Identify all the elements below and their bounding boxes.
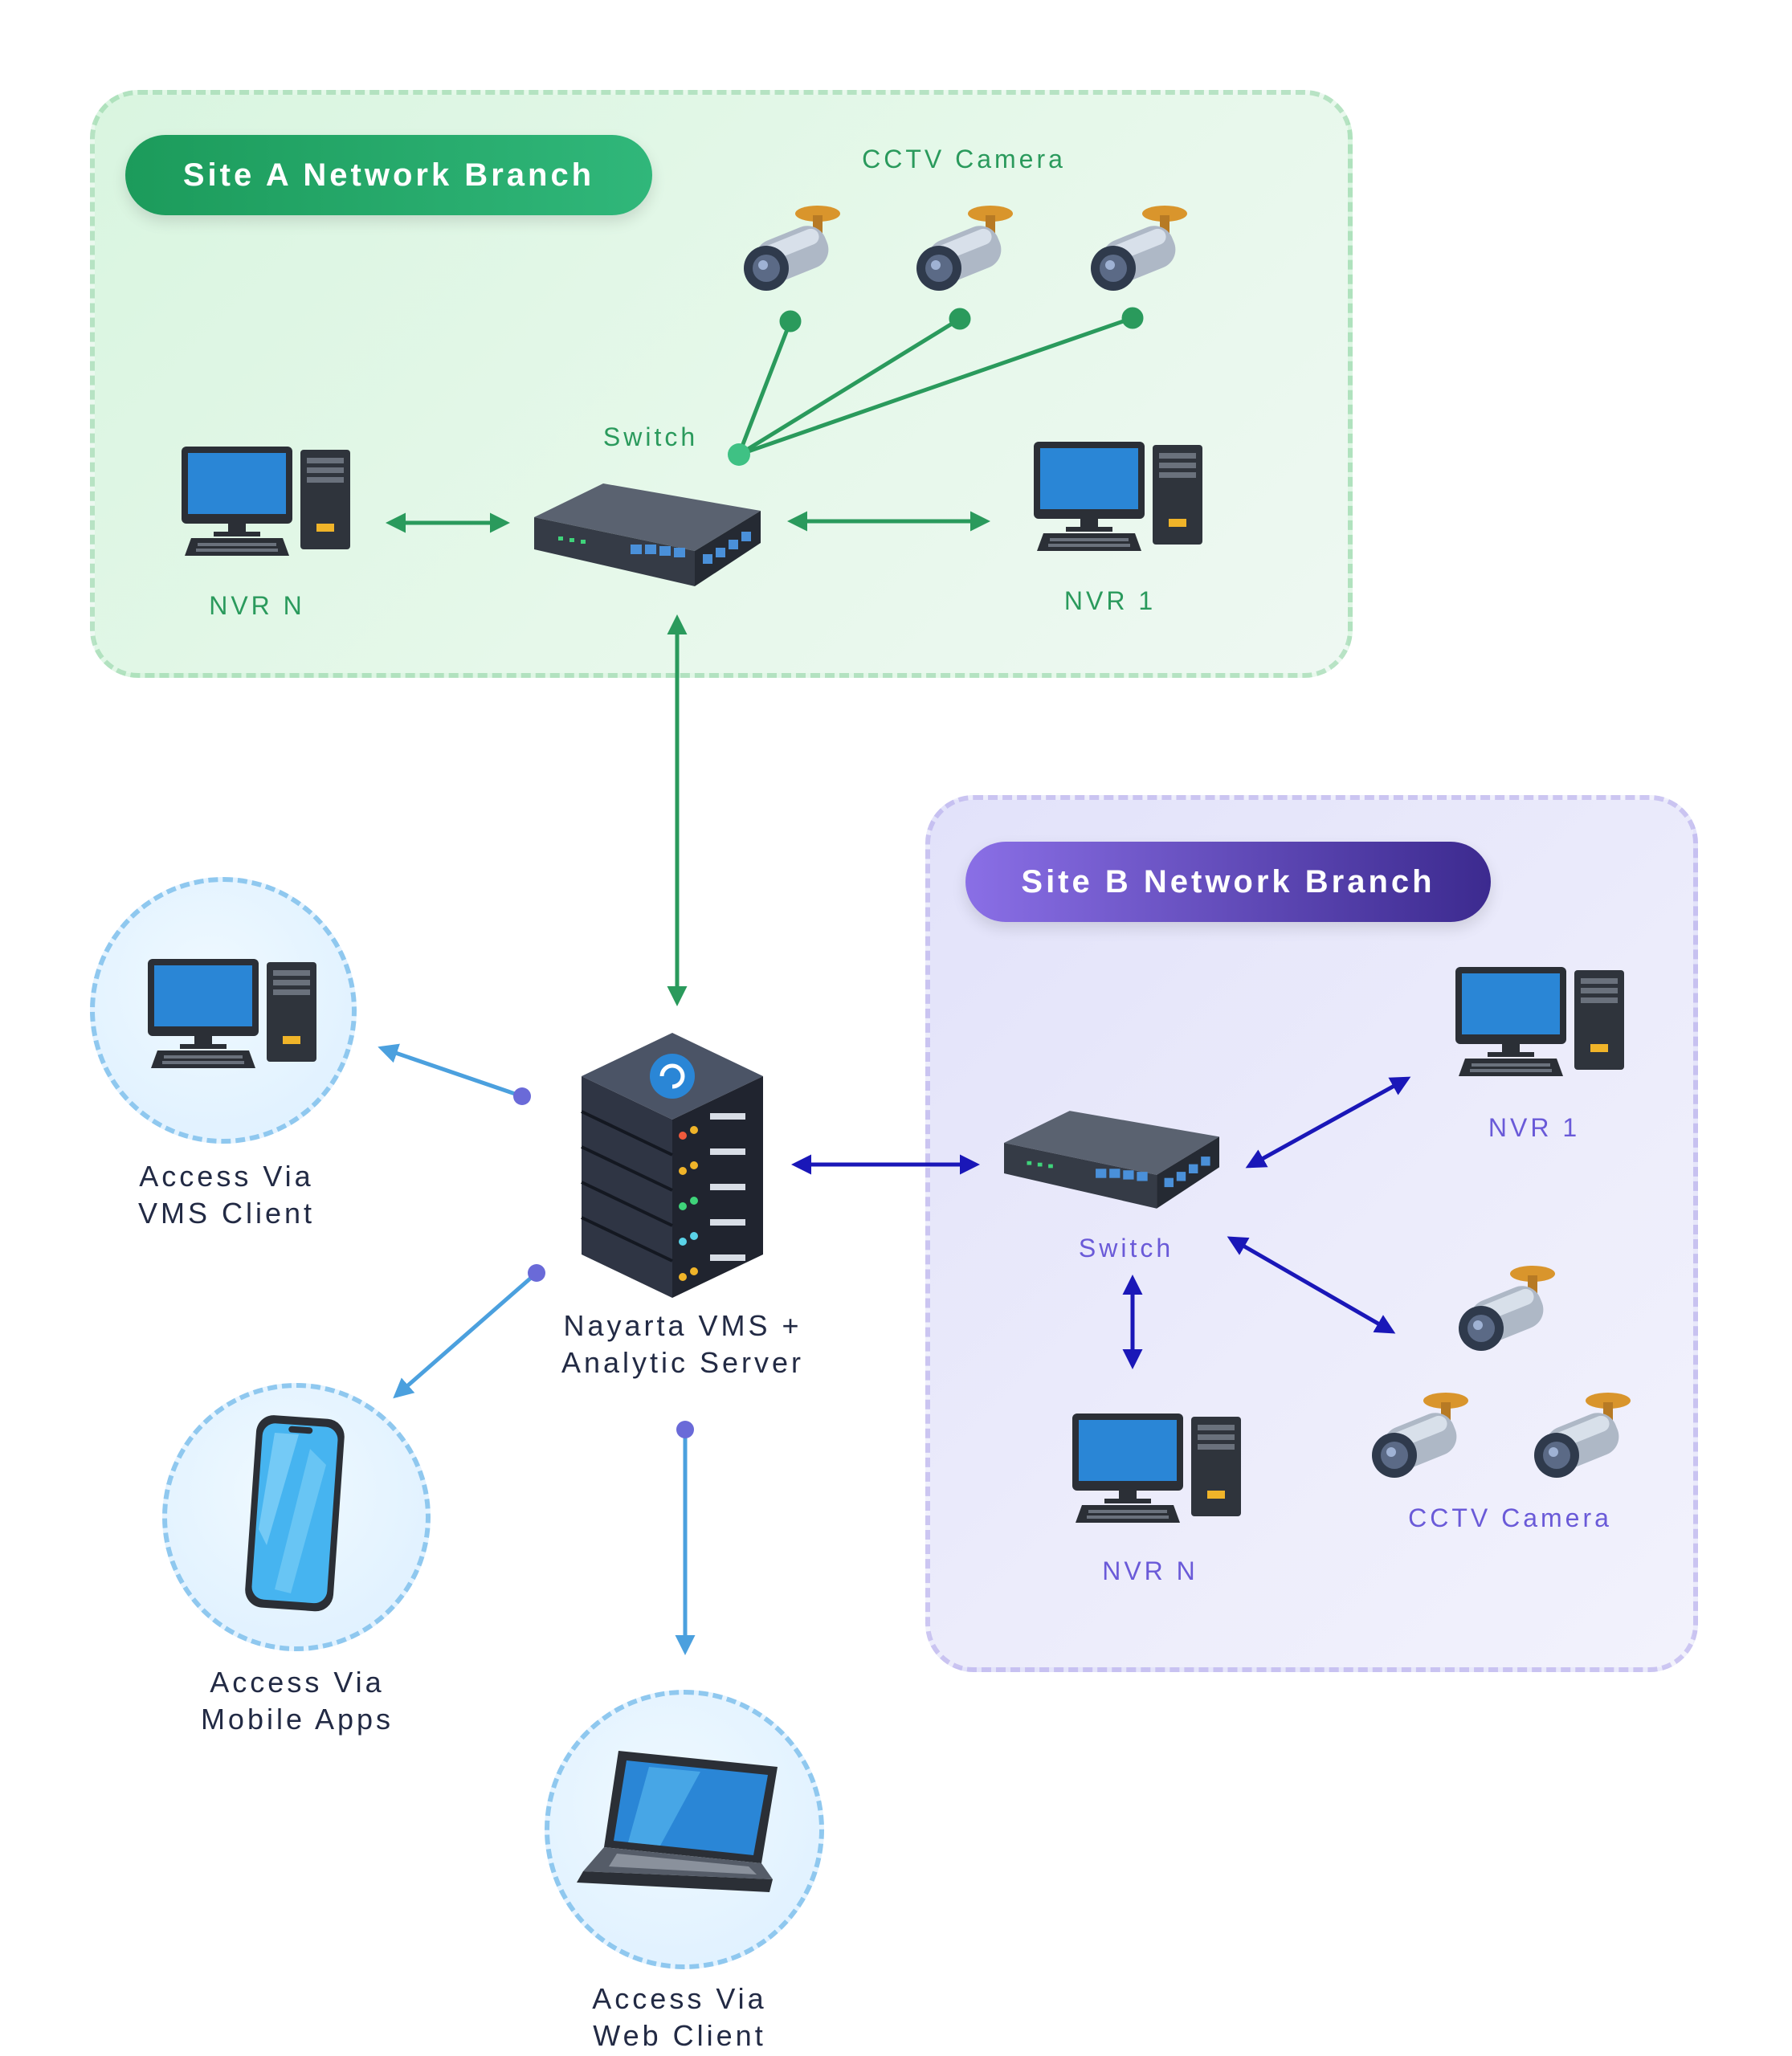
- client-links: [378, 1043, 696, 1655]
- site-b-nvr-1-link: [1245, 1076, 1411, 1169]
- site-a-camera-label: CCTV Camera: [862, 145, 1066, 173]
- site-b-camera-label: CCTV Camera: [1408, 1503, 1612, 1532]
- site-b-camera-link: [1227, 1236, 1396, 1334]
- site-a-switch-label: Switch: [602, 422, 699, 451]
- server-label-line1: Nayarta VMS +: [563, 1309, 802, 1342]
- site-b-switch-label: Switch: [1078, 1234, 1174, 1263]
- site-a-nvr-n-label: NVR N: [209, 591, 305, 620]
- desktop-computer-icon: [1455, 967, 1624, 1076]
- desktop-computer-icon: [1034, 442, 1202, 551]
- desktop-computer-icon: [1072, 1414, 1241, 1523]
- cctv-camera-icon: [1372, 1393, 1468, 1478]
- vms-client-label-line1: Access Via: [139, 1160, 314, 1193]
- site-b-nvr-1-label: NVR 1: [1488, 1113, 1581, 1142]
- vms-client-label-line2: VMS Client: [137, 1197, 316, 1230]
- network-switch-icon: [1004, 1111, 1219, 1209]
- site-a-camera-links: [728, 307, 1144, 466]
- server-label-line2: Analytic Server: [561, 1346, 805, 1379]
- web-client-label-line2: Web Client: [593, 2019, 766, 2052]
- cctv-camera-icon: [916, 206, 1013, 291]
- site-a-nvr-1-label: NVR 1: [1063, 586, 1157, 615]
- server-label: Nayarta VMS + Analytic Server: [514, 1307, 851, 1381]
- cctv-camera-icon: [1091, 206, 1187, 291]
- site-b-region: [925, 795, 1698, 1672]
- smartphone-icon: [245, 1415, 345, 1612]
- cctv-camera-icon: [1459, 1266, 1555, 1351]
- site-b-title: Site B Network Branch: [965, 842, 1491, 922]
- laptop-icon: [577, 1751, 778, 1892]
- desktop-computer-icon: [182, 447, 350, 556]
- server-rack-icon: [581, 1033, 763, 1298]
- web-client-label-line1: Access Via: [592, 1982, 767, 2015]
- network-switch-icon: [534, 483, 761, 586]
- site-b-nvr-n-label: NVR N: [1102, 1556, 1198, 1585]
- vms-client-label: Access Via VMS Client: [74, 1158, 379, 1232]
- mobile-app-label-line2: Mobile Apps: [200, 1703, 394, 1736]
- site-a-title: Site A Network Branch: [125, 135, 652, 215]
- cctv-camera-icon: [744, 206, 840, 291]
- mobile-app-label: Access Via Mobile Apps: [145, 1664, 450, 1738]
- mobile-app-label-line1: Access Via: [210, 1666, 385, 1699]
- cctv-camera-icon: [1534, 1393, 1631, 1478]
- web-client-label: Access Via Web Client: [527, 1981, 832, 2054]
- desktop-computer-icon: [148, 959, 316, 1068]
